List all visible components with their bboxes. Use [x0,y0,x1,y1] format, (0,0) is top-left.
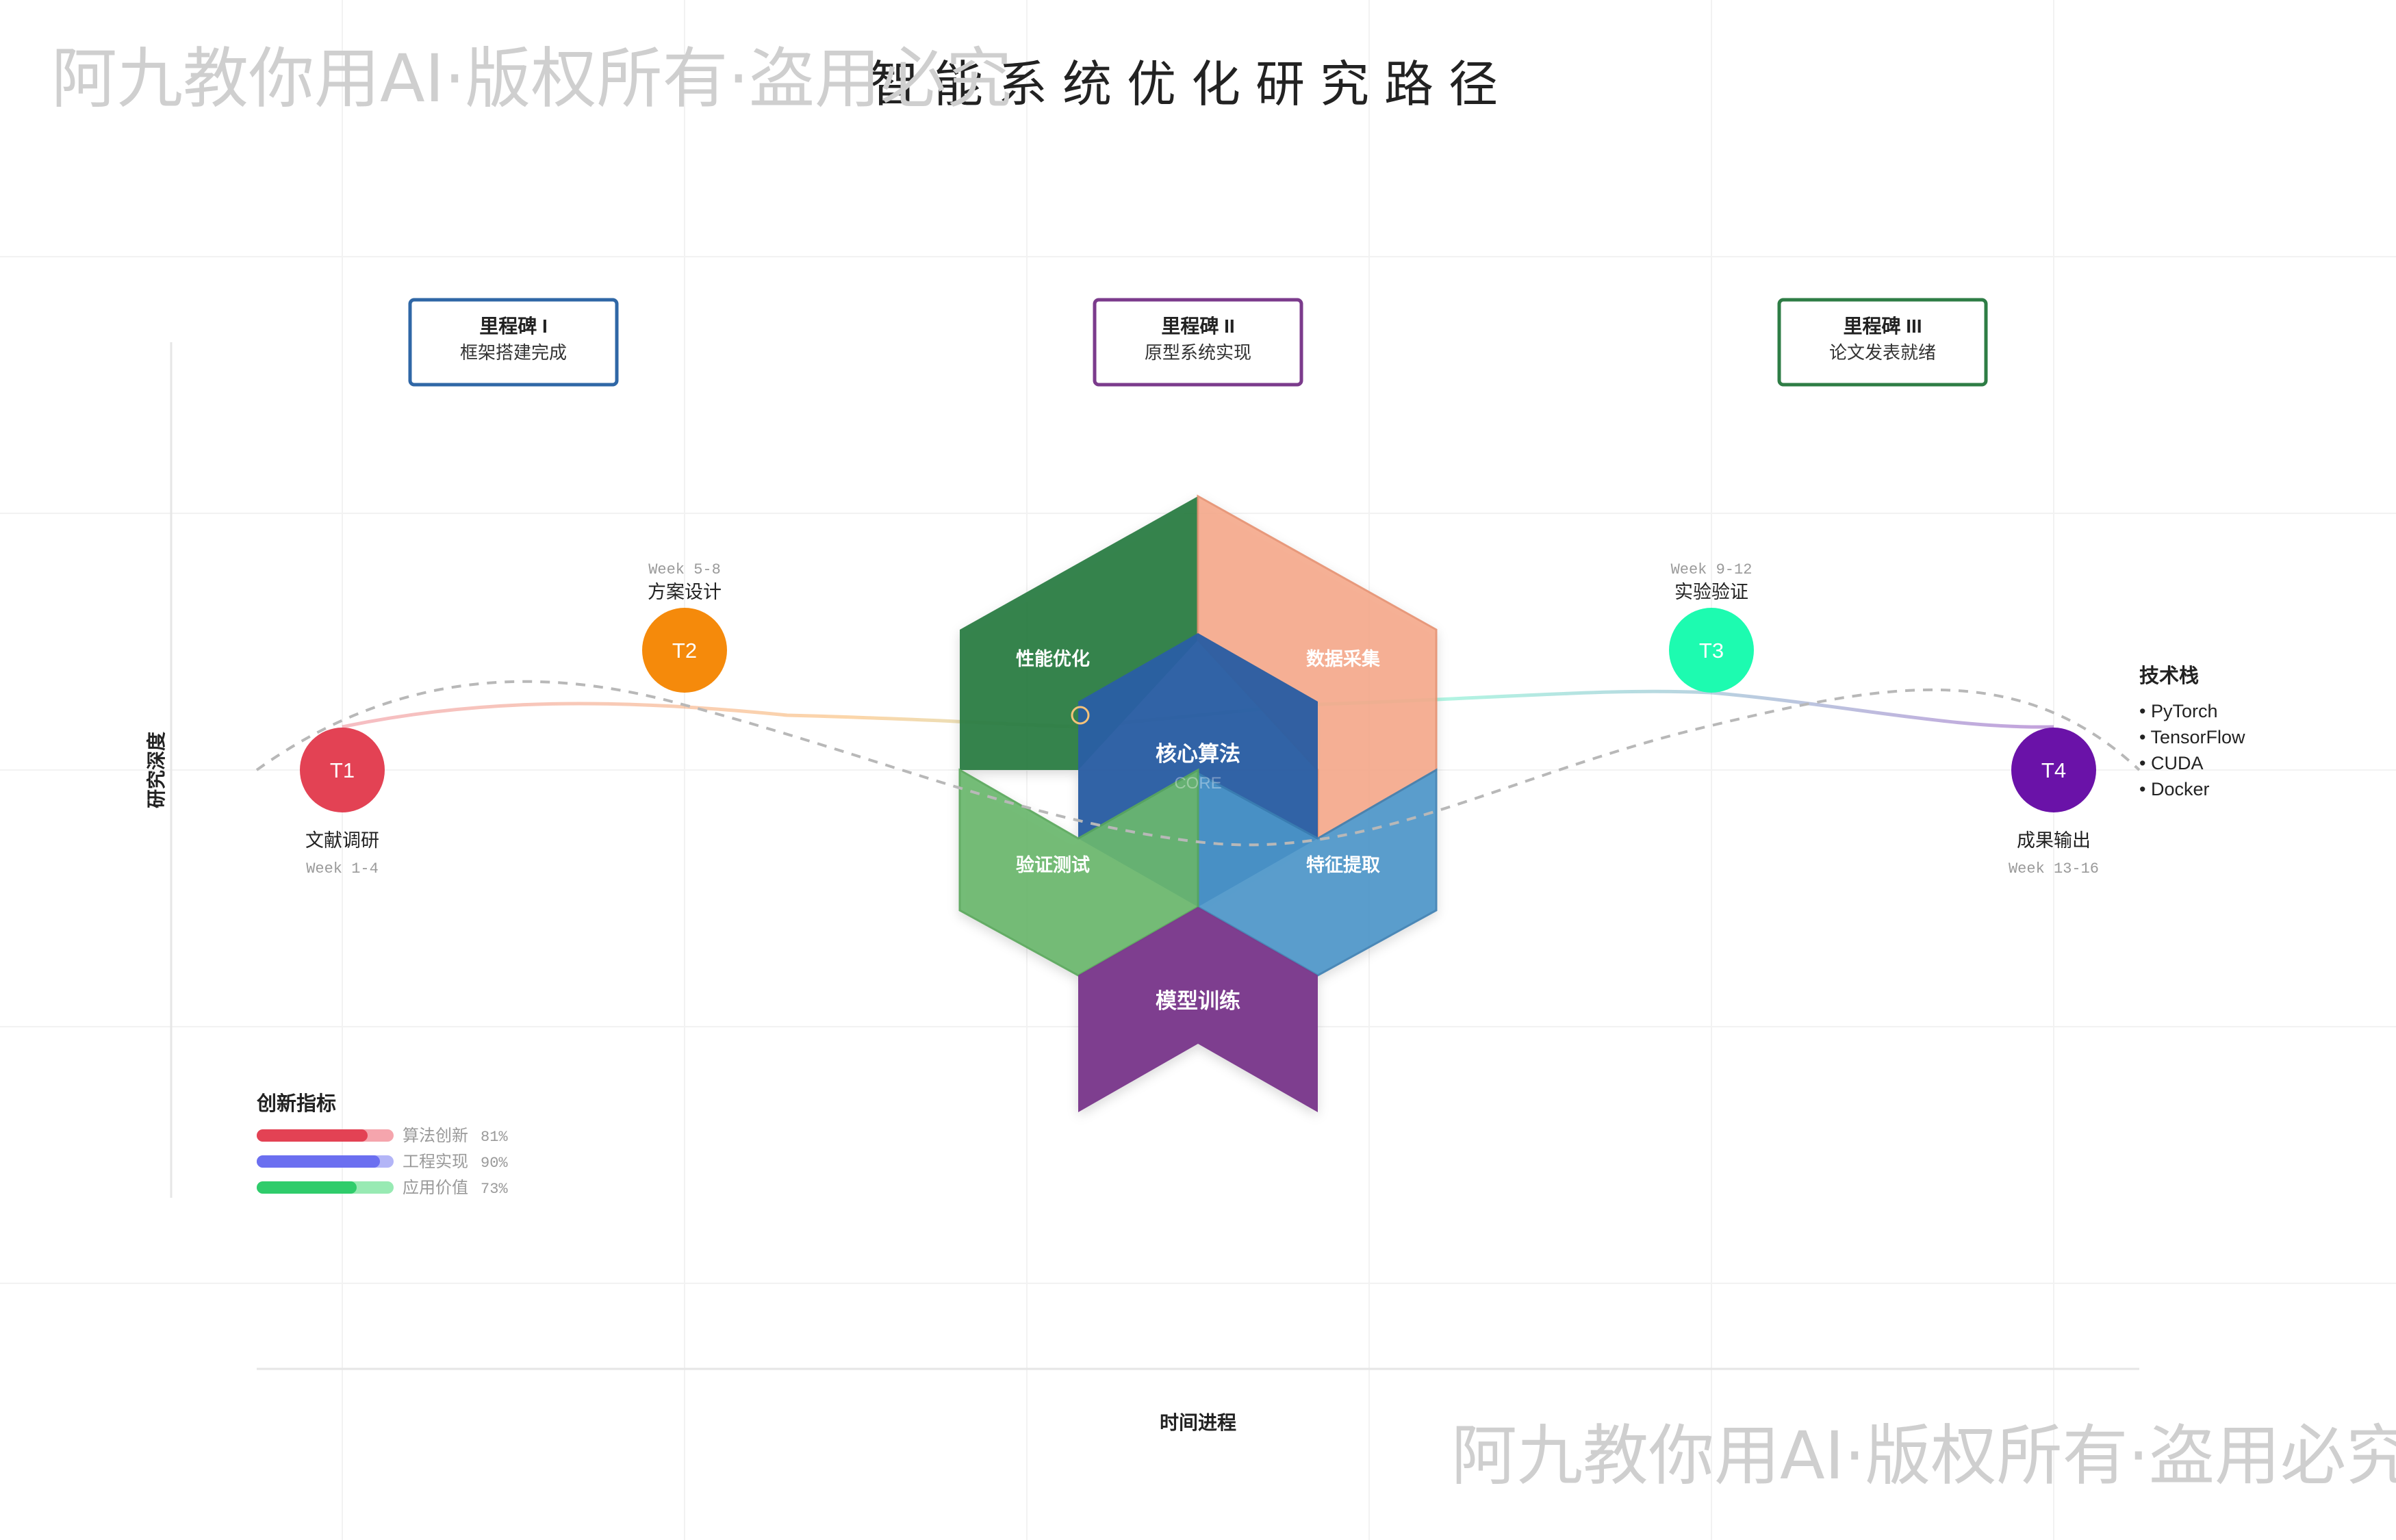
core-marker [1071,706,1090,725]
segment-model-training-label: 模型训练 [1156,989,1240,1013]
segment-data-collection-label: 数据采集 [1306,648,1381,669]
task-t1-id: T1 [330,758,355,782]
tech-stack-item: • Docker [2139,779,2209,799]
segment-performance-label: 性能优化 [1016,648,1090,669]
metric-label: 工程实现 [403,1153,468,1171]
task-t1-label: 文献调研 [305,830,379,851]
task-node-t1[interactable]: T1 文献调研 Week 1-4 [300,728,385,877]
task-t2-week: Week 5-8 [648,561,721,578]
milestone-1-subtitle: 框架搭建完成 [460,342,567,363]
segment-validation-label: 验证测试 [1016,854,1090,875]
tech-stack-panel: 技术栈 • PyTorch • TensorFlow • CUDA • Dock… [2139,665,2245,799]
task-t4-week: Week 13-16 [2009,860,2099,877]
page-title: 智能系统优化研究路径 [869,57,1513,112]
milestone-3-title: 里程碑 III [1843,316,1922,337]
task-node-t3[interactable]: T3 实验验证 Week 9-12 [1669,561,1754,693]
metric-value: 81% [481,1129,508,1146]
innovation-metrics-panel: 创新指标 算法创新 81% 工程实现 90% 应用价值 73% [256,1092,508,1198]
y-axis-label: 研究深度 [145,732,167,808]
tech-stack-item: • PyTorch [2139,701,2218,721]
milestone-2[interactable]: 里程碑 II 原型系统实现 [1093,298,1303,387]
watermark-top: 阿九教你用AI·版权所有·盗用必究 [51,40,1012,117]
task-t2-label: 方案设计 [648,582,722,602]
x-axis-label: 时间进程 [1160,1412,1236,1433]
metric-label: 应用价值 [403,1179,468,1197]
tech-stack-item: • CUDA [2139,753,2203,773]
tech-stack-title: 技术栈 [2139,665,2199,687]
milestone-1-title: 里程碑 I [479,316,548,337]
core-title: 核心算法 [1156,742,1240,766]
metric-label: 算法创新 [403,1127,468,1145]
task-t2-circle [642,608,727,693]
milestone-3-subtitle: 论文发表就绪 [1829,342,1936,363]
core-subtitle: CORE [1174,774,1221,793]
task-t3-id: T3 [1699,639,1724,663]
milestone-2-title: 里程碑 II [1161,316,1234,337]
task-node-t4[interactable]: T4 成果输出 Week 13-16 [2009,728,2099,877]
milestone-2-subtitle: 原型系统实现 [1145,342,1251,363]
metric-value: 90% [481,1155,508,1172]
task-node-t2[interactable]: T2 方案设计 Week 5-8 [642,561,727,693]
milestone-2-box [1093,298,1303,387]
milestone-1[interactable]: 里程碑 I 框架搭建完成 [408,298,619,387]
hex-diagram [958,494,1438,1112]
metric-bar-fill [257,1129,368,1142]
task-t4-id: T4 [2041,758,2066,782]
task-t3-label: 实验验证 [1674,582,1748,602]
watermark-bottom: 阿九教你用AI·版权所有·盗用必究 [1451,1417,2396,1494]
task-t4-label: 成果输出 [2017,830,2091,851]
task-t3-circle [1669,608,1754,693]
metric-value: 73% [481,1181,508,1198]
milestone-1-box [408,298,619,387]
task-t2-id: T2 [672,639,697,663]
task-t3-week: Week 9-12 [1671,561,1753,578]
dashed-trend-curve [255,680,2141,847]
segment-model-training[interactable] [1078,907,1318,1112]
metrics-title: 创新指标 [256,1092,336,1115]
task-t1-circle [300,728,385,812]
tech-stack-item: • TensorFlow [2139,727,2245,747]
metric-bar-fill [257,1181,357,1194]
task-t4-circle [2011,728,2096,812]
metric-bar-fill [257,1155,380,1168]
segment-feature-extraction-label: 特征提取 [1306,855,1380,875]
milestone-3-box [1777,298,1988,387]
milestone-3[interactable]: 里程碑 III 论文发表就绪 [1777,298,1988,387]
task-t1-week: Week 1-4 [306,860,379,877]
